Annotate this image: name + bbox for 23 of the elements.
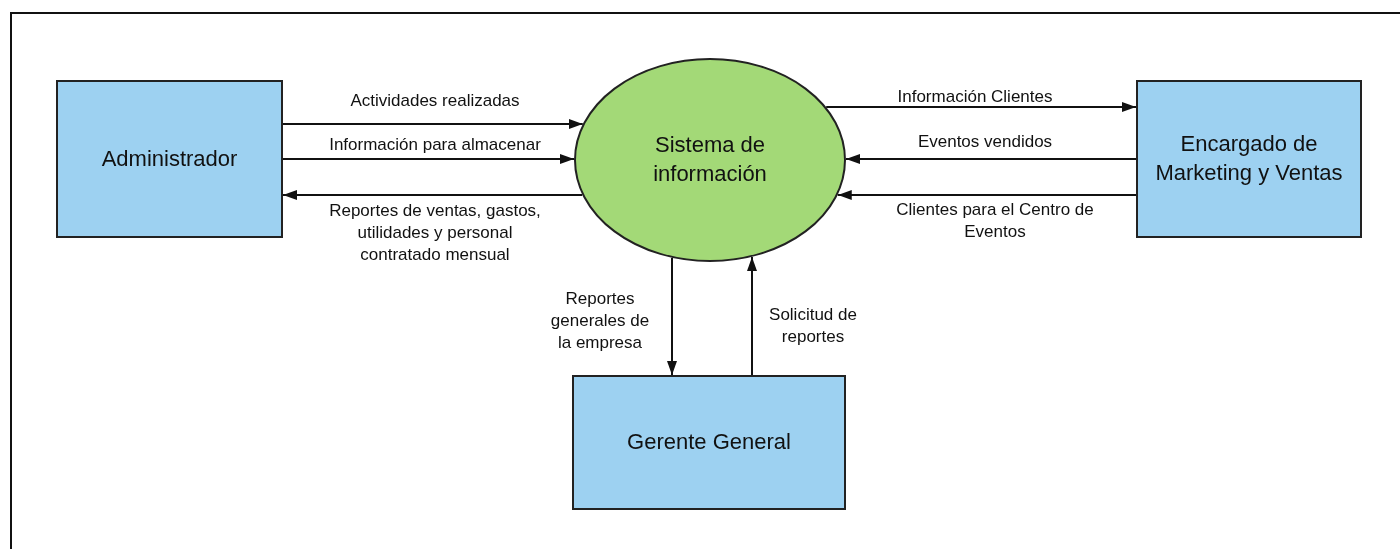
edge-label: Reportes de ventas, gastos, utilidades y personal contratado mensual <box>328 200 542 267</box>
entity-box <box>572 375 846 510</box>
entity-box <box>1136 80 1362 238</box>
edge-label: Clientes para el Centro de Eventos <box>895 199 1095 244</box>
arrow <box>282 154 575 164</box>
node-label: Encargado de Marketing y Ventas <box>1154 130 1344 187</box>
node-label: Sistema de información <box>652 131 768 188</box>
edge-label: Información Clientes <box>896 86 1054 108</box>
arrow <box>667 256 677 376</box>
edge-label: Información para almacenar <box>328 134 542 156</box>
edge-label: Actividades realizadas <box>349 90 521 112</box>
arrow <box>836 190 1137 200</box>
edge-label: Eventos vendidos <box>916 131 1054 153</box>
node-label: Gerente General <box>627 428 791 457</box>
arrow <box>825 102 1137 112</box>
entity-box <box>56 80 283 238</box>
arrow <box>282 190 584 200</box>
arrow <box>282 119 584 129</box>
arrow <box>747 256 757 376</box>
edge-label: Solicitud de reportes <box>768 304 858 349</box>
edge-label: Reportes generales de la empresa <box>549 288 651 355</box>
arrow <box>845 154 1137 164</box>
node-label: Administrador <box>101 144 238 173</box>
